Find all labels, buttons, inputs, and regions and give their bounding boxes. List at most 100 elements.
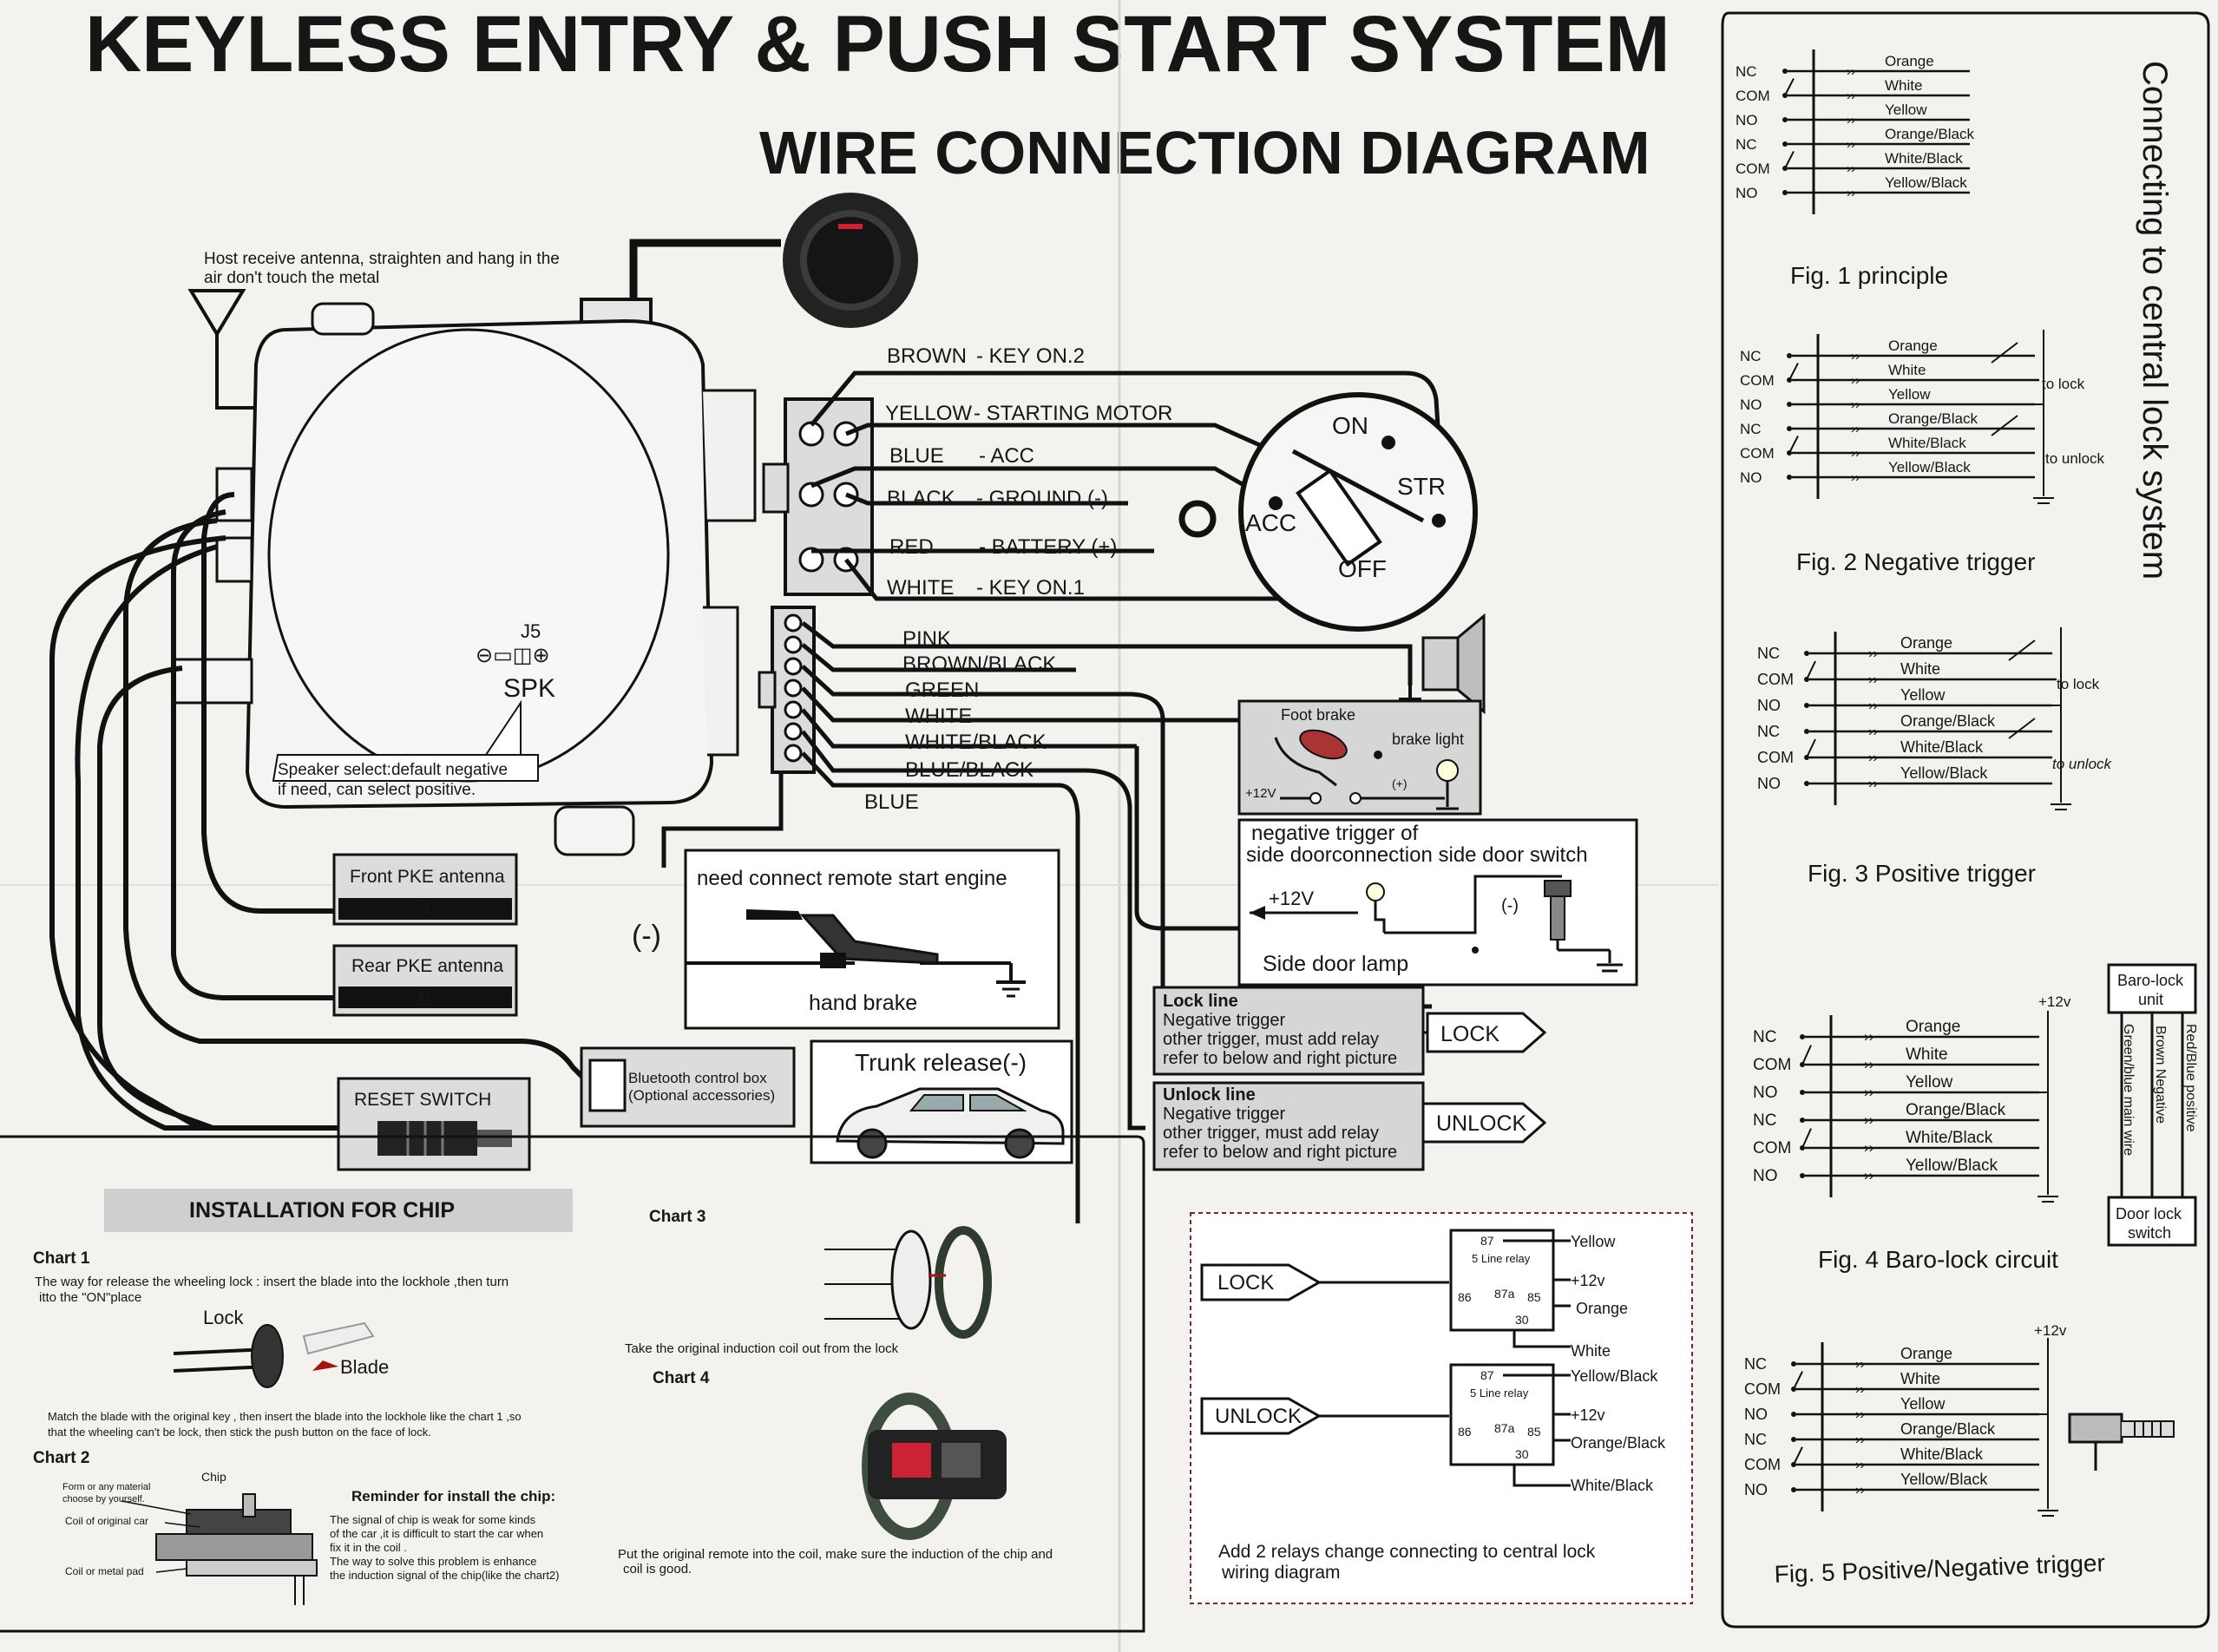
svg-text:unit: unit [2138,991,2163,1008]
svg-text:››: ›› [1855,1458,1865,1472]
fig2-to-unlock: to unlock [2045,450,2105,467]
svg-text:5 Line relay: 5 Line relay [1472,1252,1531,1265]
harness-wire-label: WHITE [905,705,972,728]
contact-pin-label: NO [1757,775,1781,792]
relay-lock-out: White [1571,1342,1611,1360]
svg-text:››: ›› [1847,137,1855,152]
contact-pin-label: NC [1736,136,1757,153]
harness-wire-label: WHITE/BLACK [905,731,1047,754]
svg-text:Baro-lock: Baro-lock [2117,972,2184,989]
ign-wire-color: BLACK [887,487,955,510]
svg-text:87a: 87a [1494,1421,1515,1435]
wire-color-label: Yellow [1885,102,1927,118]
wire-color-label: Orange/Black [1900,712,1996,730]
ign-wire-func: - KEY ON.1 [976,576,1085,600]
svg-text:87: 87 [1480,1368,1494,1382]
actuator-icon [2068,1413,2175,1471]
harness-wire-labels: PINK BROWN/BLACK GREEN WHITE WHITE/BLACK… [864,627,1056,814]
fig3-caption: Fig. 3 Positive trigger [1808,860,2036,887]
baro-wire-label: Brown Negative [2153,1026,2168,1124]
wire-color-label: Yellow [1900,1395,1946,1413]
svg-text:››: ›› [1855,1382,1865,1397]
wire-color-label: White/Black [1900,1446,1984,1463]
page-subtitle: WIRE CONNECTION DIAGRAM [759,119,1650,187]
baro-lock-unit: Baro-lock unit Door lock switch Green/bl… [2107,963,2198,1247]
svg-text:››: ›› [1851,446,1860,461]
svg-text:86: 86 [1458,1425,1472,1439]
antenna-note-2: air don't touch the metal [204,269,379,287]
rear-antenna-tag: B [418,987,431,1009]
speaker-note-callout [272,699,539,782]
svg-text:››: ›› [1864,1139,1873,1156]
contact-pin-label: NO [1753,1084,1778,1102]
wire-color-label: Orange [1900,1345,1952,1362]
front-pke-antenna: Front PKE antenna A [332,853,518,926]
svg-text:STOP: STOP [837,270,864,282]
speaker-note-2: if need, can select positive. [278,781,476,799]
wire-color-label: Yellow/Black [1900,764,1988,782]
chart3-text: Take the original induction coil out fro… [625,1341,899,1356]
svg-text:››: ›› [1868,646,1878,661]
push-start-button: ENGINE START STOP [783,193,918,328]
trunk-release-label: Trunk release(-) [855,1049,1027,1076]
rear-pke-antenna: Rear PKE antenna B [332,944,518,1017]
lock-label: Lock [203,1307,244,1328]
contact-pin-label: COM [1740,445,1775,462]
door-label-1: negative trigger of [1251,822,1418,845]
lock-line-box: Lock line Negative trigger other trigger… [1152,986,1547,1076]
remote-start-box: need connect remote start engine hand br… [684,849,1060,1030]
wire-color-label: Orange [1888,338,1938,354]
contact-pin-label: NC [1736,63,1757,80]
contact-pin-label: NC [1757,723,1780,740]
contact-pin-label: NC [1740,348,1762,364]
harness-wire-label: BLUE/BLACK [905,758,1034,782]
brake-plus-label: (+) [1392,777,1408,790]
relay-unlock-out: Orange/Black [1571,1434,1666,1452]
wire-color-label: Yellow [1888,386,1931,403]
svg-text:››: ›› [1855,1483,1865,1498]
j5-label: J5 [521,620,541,642]
relay-lock-out: Yellow [1571,1233,1616,1250]
wire-color-label: White [1888,362,1926,378]
svg-text:››: ›› [1868,751,1878,765]
contact-pin-label: COM [1757,749,1794,766]
contact-pin-label: NO [1736,112,1758,128]
relay-panel: LOCK 87 5 Line relay 86 87a 85 30 Yellow… [1190,1212,1693,1604]
coil-metal-label: Coil or metal pad [65,1565,144,1577]
rear-antenna-label: Rear PKE antenna [351,956,503,976]
fig3-to-unlock: to unlock [2052,756,2113,772]
brake-light-label: brake light [1392,731,1464,748]
contact-pin-label: NO [1744,1406,1768,1423]
svg-text:85: 85 [1527,1425,1541,1439]
wire-color-label: Orange/Black [1906,1101,2006,1119]
side-door-box: negative trigger of side doorconnection … [1237,818,1638,987]
wire-color-label: Yellow/Black [1888,459,1971,475]
ignition-connector [762,397,874,596]
relay-lock-out: Orange [1576,1300,1628,1317]
fig5-contacts: NCOrange››COMWhite››NOYellow››NCOrange/B… [1744,1338,2058,1517]
right-panel-frame [1721,11,2210,1629]
wire-color-label: White/Black [1906,1129,1993,1147]
svg-text:››: ›› [1864,1056,1873,1072]
wire-color-label: White [1885,77,1922,94]
contact-pin-label: COM [1736,161,1770,177]
svg-text:››: ›› [1847,186,1855,200]
relay-unlock-out: White/Black [1571,1477,1654,1494]
lock-arrow-label: LOCK [1440,1022,1499,1046]
front-antenna-label: Front PKE antenna [350,867,505,887]
blade-label: Blade [340,1356,389,1378]
chart3-label: Chart 3 [649,1208,705,1226]
fig4-plus12: +12v [2038,993,2071,1010]
ignition-str: STR [1397,473,1446,500]
door-lamp-label: Side door lamp [1263,952,1408,976]
spk-label: SPK [503,674,555,703]
wire-color-label: Yellow [1900,686,1946,704]
svg-text:››: ›› [1847,113,1855,128]
unlock-line-box: Unlock line Negative trigger other trigg… [1152,1081,1547,1171]
svg-text:››: ›› [1855,1432,1865,1447]
svg-text:START: START [834,255,868,267]
svg-text:››: ›› [1868,672,1878,687]
svg-text:87: 87 [1480,1234,1494,1248]
